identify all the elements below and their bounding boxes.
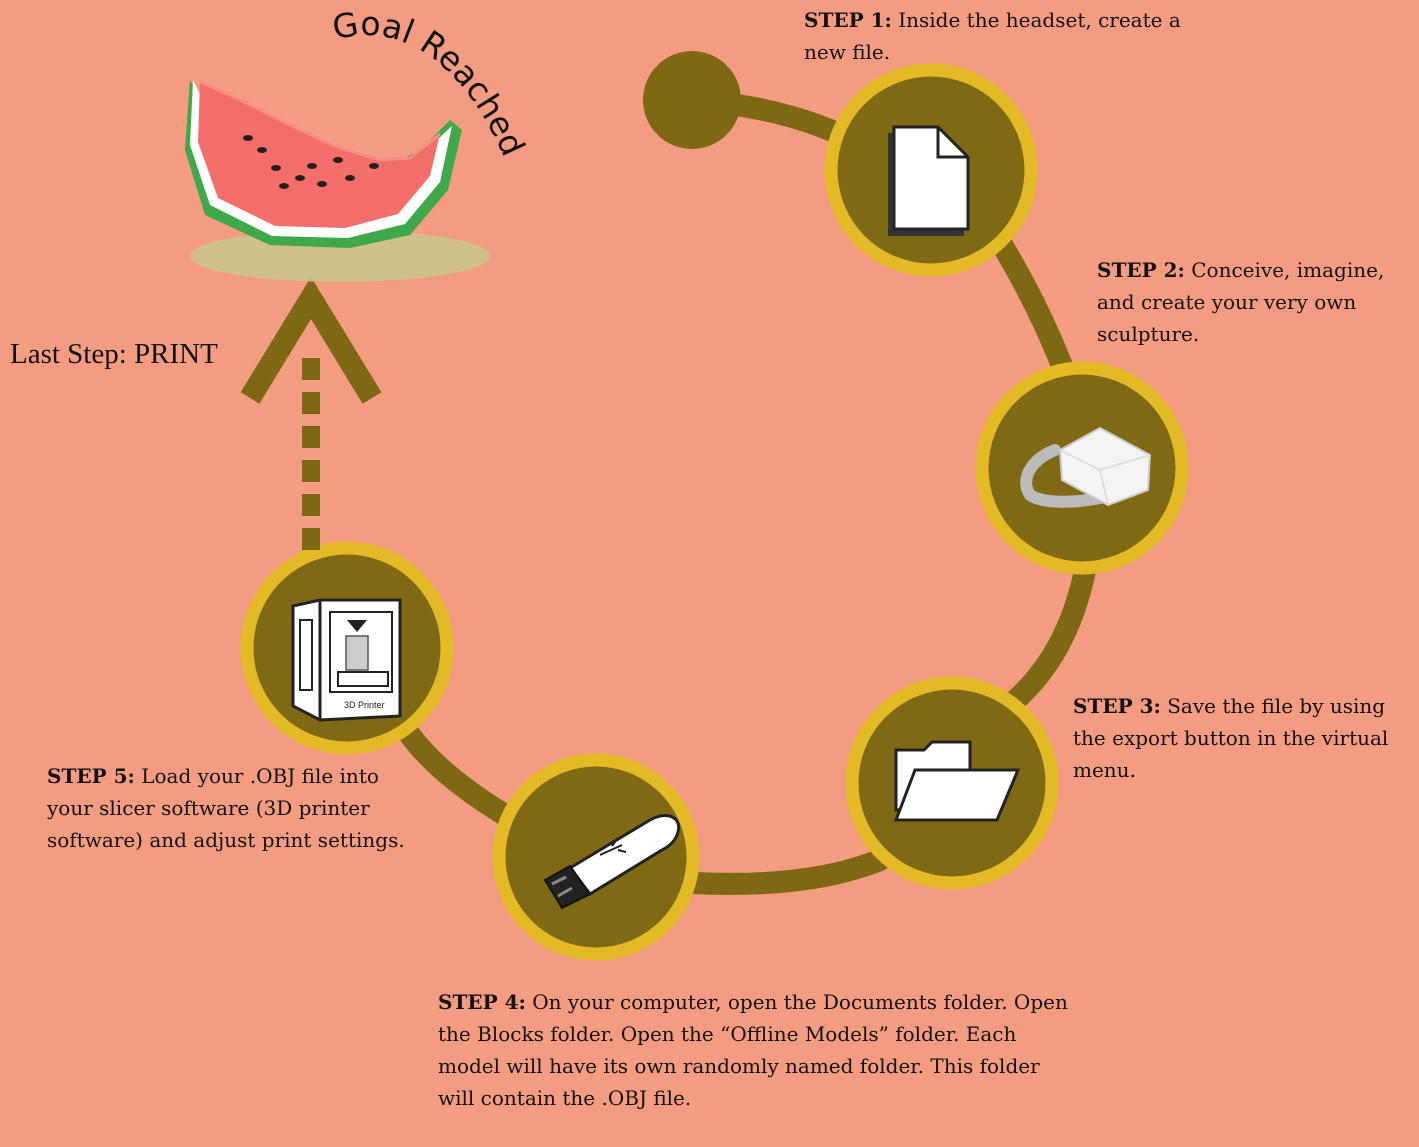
last-step-prefix: Last Step: (10, 338, 127, 370)
step1-node (824, 63, 1038, 277)
vr-headset-icon (1020, 426, 1152, 508)
step1-body: Inside the headset, create a new file. (804, 8, 1181, 64)
step2-node (975, 361, 1189, 575)
step4-description: STEP 4: On your computer, open the Docum… (438, 986, 1078, 1114)
step5-label: STEP 5: (47, 764, 135, 788)
step4-body: On your computer, open the Documents fol… (438, 990, 1068, 1110)
step3-label: STEP 3: (1073, 694, 1161, 718)
last-step-value: PRINT (134, 338, 218, 370)
step3-node (845, 676, 1059, 890)
step3-body: Save the file by using the export button… (1073, 694, 1389, 782)
step4-node (492, 753, 700, 961)
step5-description: STEP 5: Load your .OBJ file into your sl… (47, 760, 407, 856)
watermelon-icon (185, 80, 490, 282)
folder-icon (893, 740, 1021, 822)
step3-description: STEP 3: Save the file by using the expor… (1073, 690, 1393, 786)
start-node (643, 51, 741, 149)
printer-caption: 3D Printer (344, 700, 385, 710)
step2-body: Conceive, imagine, and create your very … (1097, 258, 1385, 346)
3d-printer-icon: 3D Printer (291, 598, 402, 722)
step4-label: STEP 4: (438, 990, 526, 1014)
print-arrow (240, 276, 382, 550)
step2-label: STEP 2: (1097, 258, 1185, 282)
step5-node: 3D Printer (240, 541, 454, 755)
step1-label: STEP 1: (804, 8, 892, 32)
last-step-label: Last Step: PRINT (10, 338, 218, 371)
goal-reached-label: Goal Reached (329, 4, 533, 162)
file-icon (888, 125, 970, 236)
step2-description: STEP 2: Conceive, imagine, and create yo… (1097, 254, 1417, 350)
step5-body: Load your .OBJ file into your slicer sof… (47, 764, 405, 852)
step1-description: STEP 1: Inside the headset, create a new… (804, 4, 1224, 68)
usb-drive-icon (543, 814, 681, 910)
